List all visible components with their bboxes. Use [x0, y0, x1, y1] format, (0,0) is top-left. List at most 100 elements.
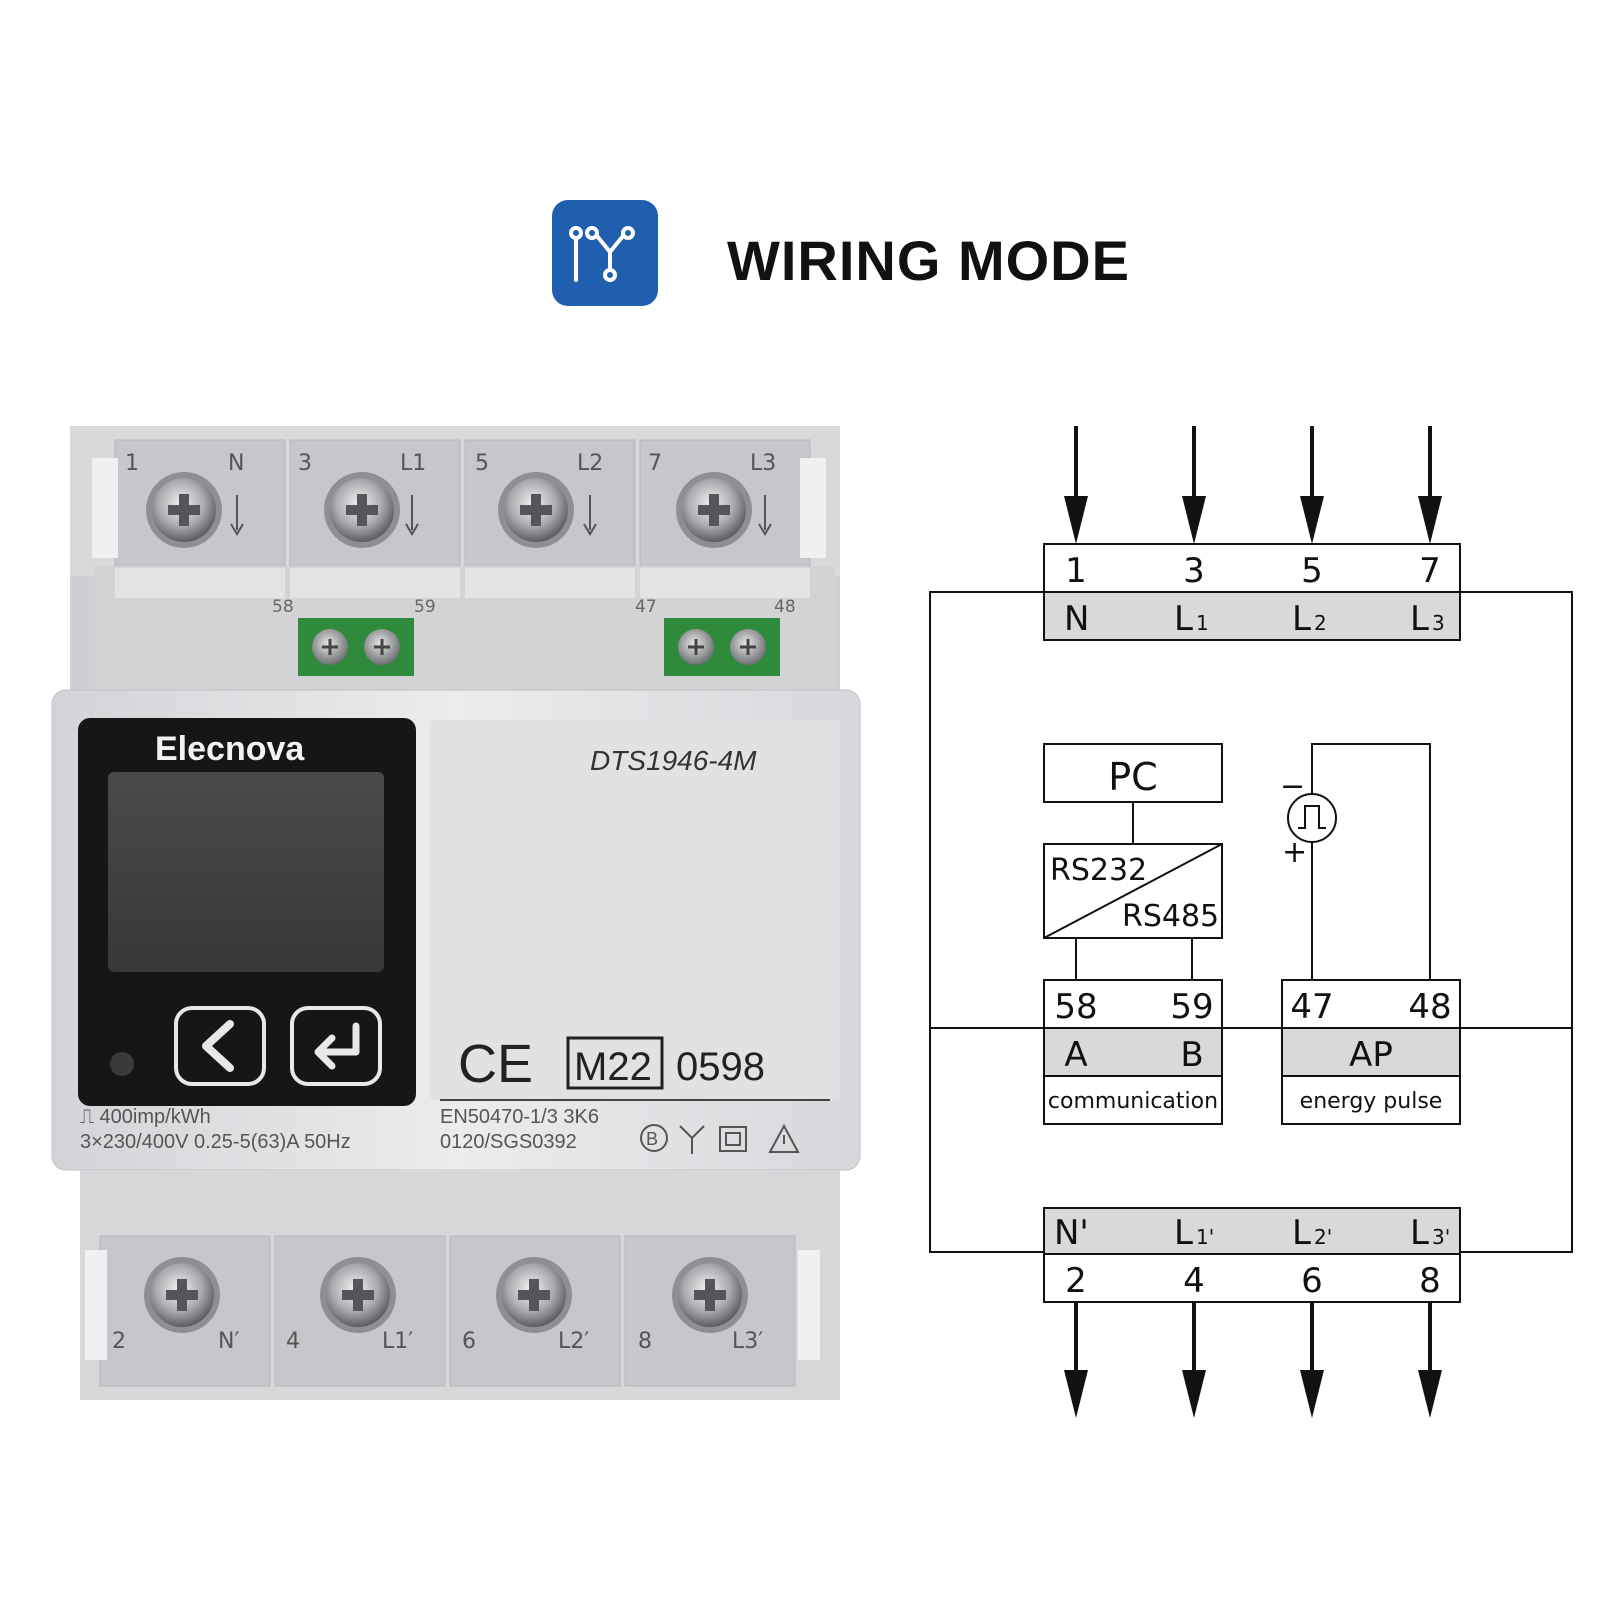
model-number: DTS1946-4M — [590, 745, 757, 776]
top-terminal-number: 3 — [298, 451, 312, 476]
input-terminal-subscript: 1 — [1196, 611, 1209, 635]
converter-rs485-label: RS485 — [1122, 899, 1219, 934]
enter-return-icon — [314, 1022, 360, 1070]
top-terminal-label: L1 — [400, 451, 426, 476]
output-terminal-number: 4 — [1183, 1261, 1205, 1301]
output-terminal-number: 8 — [1419, 1261, 1441, 1301]
terminal-screw-icon — [144, 1257, 220, 1333]
input-terminal-number: 1 — [1065, 551, 1087, 591]
notified-body-number: 0598 — [676, 1045, 765, 1089]
terminal-screw-icon — [146, 472, 222, 548]
output-terminal-label: L — [1410, 1213, 1429, 1253]
input-terminal-subscript: 2 — [1314, 611, 1327, 635]
aux-terminal-number: 58 — [272, 597, 294, 617]
comm-pin-59: 59 — [1170, 987, 1213, 1027]
output-terminal-subscript: 3' — [1432, 1225, 1450, 1249]
input-terminal-label: N — [1064, 599, 1089, 639]
pulse-counter-icon — [1287, 793, 1337, 843]
down-arrow-icon — [1182, 496, 1206, 544]
pulse-minus-sign: − — [1280, 769, 1305, 804]
bottom-terminal-number: 2 — [112, 1329, 126, 1354]
output-terminal-label: L — [1292, 1213, 1311, 1253]
comm-letter-b: B — [1180, 1035, 1203, 1075]
wiring-icon-badge — [552, 200, 658, 306]
pulse-terminal-block — [664, 618, 780, 676]
label-area — [430, 720, 840, 1100]
comm-pin-58: 58 — [1054, 987, 1097, 1027]
bottom-terminal-labels: 2 N′ 4 L1′ 6 L2′ 8 L3′ — [112, 1329, 763, 1354]
converter-rs232-label: RS232 — [1050, 853, 1147, 888]
top-terminal-label: L2 — [577, 451, 603, 476]
pulse-circuit — [1287, 743, 1431, 980]
terminal-screw-icon — [672, 1257, 748, 1333]
bottom-terminal-label: L3′ — [732, 1329, 763, 1354]
lcd-screen — [108, 772, 384, 972]
input-arrows — [1064, 426, 1442, 544]
wiring-diagram: 1 3 5 7 N L 1 L 2 L 3 PC RS232 RS485 — [929, 426, 1573, 1418]
comm-terminal-block — [298, 618, 414, 676]
double-insulation-icon — [719, 1126, 747, 1152]
bottom-terminal-number: 8 — [638, 1329, 652, 1354]
output-terminal-label: N' — [1054, 1213, 1089, 1253]
pulse-letter-ap: AP — [1349, 1035, 1393, 1075]
meter-outline — [929, 591, 1573, 1253]
input-terminal-label: L — [1174, 599, 1193, 639]
top-terminal-number: 7 — [648, 451, 662, 476]
input-terminal-subscript: 3 — [1432, 611, 1445, 635]
bottom-terminal-label: N′ — [218, 1329, 239, 1354]
rs232-rs485-converter — [1043, 843, 1223, 939]
down-arrow-icon — [1064, 1370, 1088, 1418]
input-terminal-number: 3 — [1183, 551, 1205, 591]
top-terminal-label: L3 — [750, 451, 776, 476]
pulse-pin-48: 48 — [1408, 987, 1451, 1027]
class-b-icon: B — [640, 1124, 668, 1152]
wiring-node-icon — [569, 226, 635, 282]
bottom-terminal-number: 6 — [462, 1329, 476, 1354]
energy-meter: 1 N 3 L1 5 L2 7 L3 58 59 47 48 — [51, 426, 861, 1400]
terminal-screw-icon — [676, 472, 752, 548]
down-arrow-icon — [1064, 496, 1088, 544]
input-terminal-label: L — [1410, 599, 1429, 639]
chevron-left-icon — [202, 1020, 234, 1072]
ce-mark: CE — [458, 1034, 533, 1094]
aux-terminal-labels: 58 59 47 48 — [272, 597, 796, 617]
page-title: WIRING MODE — [727, 229, 1130, 292]
down-arrow-icon — [1418, 1370, 1442, 1418]
standard-line-2: 0120/SGS0392 — [440, 1131, 577, 1153]
down-arrow-icon — [1300, 496, 1324, 544]
back-button[interactable] — [174, 1006, 266, 1086]
output-terminal-block — [1043, 1207, 1461, 1303]
input-terminal-label: L — [1292, 599, 1311, 639]
terminal-screw-icon — [324, 472, 400, 548]
top-terminal-number: 5 — [475, 451, 489, 476]
terminal-screw-icon — [496, 1257, 572, 1333]
output-terminal-subscript: 1' — [1196, 1225, 1214, 1249]
metrology-mark: M22 — [574, 1045, 652, 1089]
top-terminal-label: N — [228, 451, 244, 476]
bottom-terminal-label: L2′ — [558, 1329, 589, 1354]
bottom-terminal-number: 4 — [286, 1329, 300, 1354]
output-terminal-number: 6 — [1301, 1261, 1323, 1301]
bottom-terminal-label: L1′ — [382, 1329, 413, 1354]
output-terminal-subscript: 2' — [1314, 1225, 1332, 1249]
output-terminal-number: 2 — [1065, 1261, 1087, 1301]
output-terminal-label: L — [1174, 1213, 1193, 1253]
terminal-screw-icon — [320, 1257, 396, 1333]
status-led — [110, 1052, 134, 1076]
down-arrow-icon — [1300, 1370, 1324, 1418]
down-arrow-icon — [1418, 496, 1442, 544]
pc-label: PC — [1108, 755, 1157, 799]
input-terminal-block — [1043, 543, 1461, 641]
enter-button[interactable] — [290, 1006, 382, 1086]
aux-terminal-number: 47 — [635, 597, 657, 617]
three-phase-icon — [679, 1125, 705, 1154]
communication-block — [1043, 979, 1223, 1125]
top-terminal-labels: 1 N 3 L1 5 L2 7 L3 — [125, 451, 776, 536]
metrology-mark-box — [566, 1036, 664, 1090]
bottom-screws — [144, 1257, 748, 1333]
comm-letter-a: A — [1064, 1035, 1087, 1075]
standard-line-1: EN50470-1/3 3K6 — [440, 1106, 599, 1128]
warning-icon — [768, 1123, 800, 1153]
energy-pulse-block — [1281, 979, 1461, 1125]
